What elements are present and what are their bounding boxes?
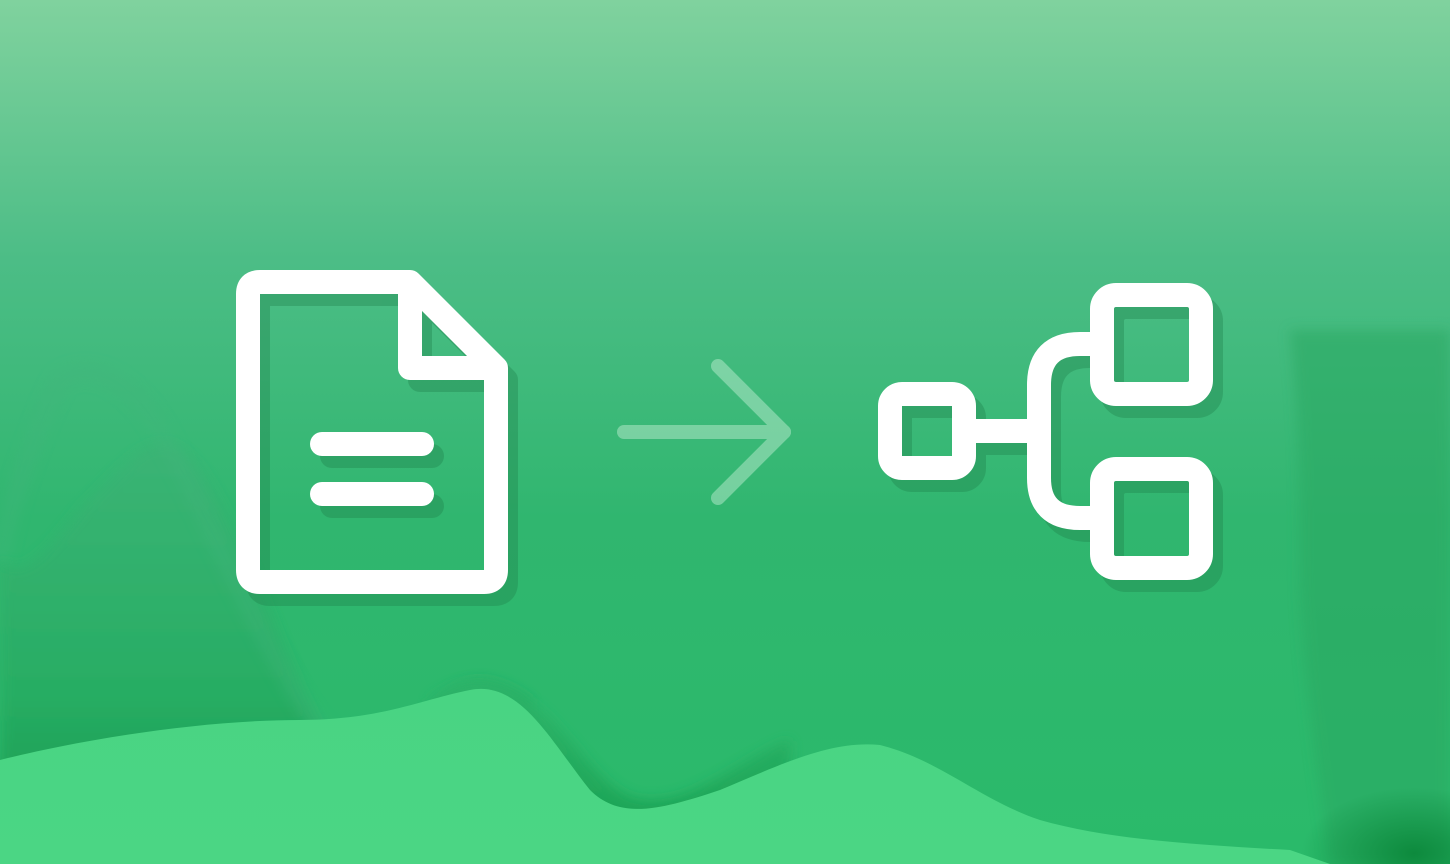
connector-lines: [964, 332, 1102, 530]
arrow-right-icon: [617, 359, 791, 505]
document-icon: [236, 270, 508, 594]
root-node: [878, 382, 976, 480]
wave-left-ridge: [0, 363, 387, 759]
wave-bottom-light: [0, 688, 1330, 864]
deep-corner: [1000, 600, 1450, 864]
hierarchy-tree-icon: [878, 283, 1213, 580]
